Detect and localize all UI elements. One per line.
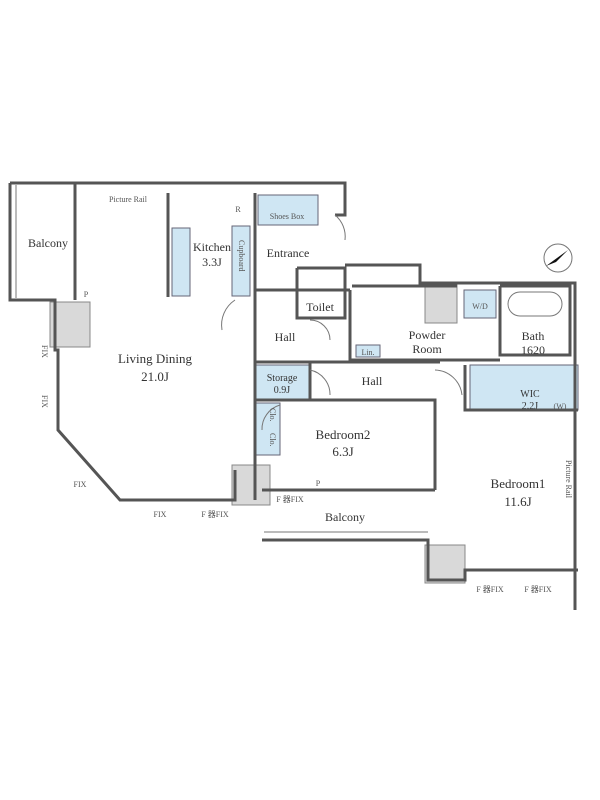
fix-label: F 器FIX [476, 585, 504, 594]
wall-powder [348, 290, 500, 362]
fix-label: FIX [153, 510, 167, 519]
entrance-door [334, 214, 346, 241]
room-bedroom1-name: Bedroom1 [490, 476, 546, 491]
shaft-center [231, 464, 271, 506]
wic-area [469, 364, 579, 411]
room-hall2-name: Hall [361, 374, 383, 388]
fix-label: F 器FIX [276, 495, 304, 504]
wall-bedroom2 [255, 398, 437, 490]
north-arrow-icon [546, 250, 568, 266]
room-bedroom2-name: Bedroom2 [315, 427, 371, 442]
ld-door [221, 299, 236, 331]
room-hall1-name: Hall [274, 330, 296, 344]
room-balcony-bottom-name: Balcony [325, 510, 365, 524]
cupboard-label: Cupboard [237, 240, 246, 272]
linen-closet [355, 344, 381, 358]
room-living-dining-name: Living Dining [117, 351, 193, 366]
picture-rail-right: Picture Rail [564, 460, 573, 498]
shoes-box-label: Shoes Box [269, 212, 305, 221]
room-bedroom1-size: 11.6J [504, 494, 532, 509]
wall-bottom [262, 538, 578, 582]
bedroom1-door [434, 369, 463, 396]
room-powder-room-name: Powder Room [408, 328, 446, 356]
room-bath-size: 1620 [521, 343, 545, 357]
room-storage-size: 0.9J [273, 385, 291, 396]
room-wic-size: 2.2J [521, 401, 539, 412]
bedroom2-door [261, 404, 281, 431]
room-balcony-left-name: Balcony [28, 236, 68, 250]
kitchen-sink-counter [171, 227, 191, 297]
shaft-lower [424, 544, 466, 584]
cupboard [231, 225, 251, 297]
wall-bath [498, 284, 572, 357]
room-kitchen-size: 3.3J [202, 255, 222, 269]
fix-label: FIX [40, 395, 49, 408]
wall-left [8, 183, 237, 502]
picture-rail-top: Picture Rail [109, 195, 147, 204]
closet1-label: Clo. [268, 408, 277, 422]
room-kitchen-name: Kitchen [193, 240, 231, 254]
wall-toilet [295, 266, 347, 320]
storage-door [309, 369, 331, 396]
fix-label: FIX [40, 345, 49, 358]
north-compass-icon [543, 243, 573, 273]
closet2-label: Clo. [268, 433, 277, 447]
room-wic-name: WIC [520, 389, 540, 400]
fix-label: FIX [73, 480, 87, 489]
room-bath-name: Bath [521, 329, 545, 343]
closets [255, 402, 281, 456]
fix-label: F 器FIX [524, 585, 552, 594]
fix-label: F 器FIX [201, 510, 229, 519]
shaft-upper [424, 284, 458, 324]
storage-room [255, 364, 311, 401]
room-bedroom2-size: 6.3J [332, 444, 354, 459]
bathtub-icon [507, 291, 563, 317]
washer-dryer-label: W/D [472, 302, 488, 311]
pipe-space-left: P [83, 290, 89, 299]
pipe-space-bottom: P [315, 479, 321, 488]
room-toilet-name: Toilet [306, 300, 334, 314]
wall-right [345, 263, 577, 610]
refrigerator-label: R [235, 205, 241, 214]
room-storage-name: Storage [266, 373, 298, 384]
shoes-box [257, 194, 319, 226]
toilet-door [309, 319, 331, 341]
wic-note: (W) [553, 402, 567, 411]
washer-dryer [463, 289, 497, 319]
wall-top [10, 181, 347, 217]
linen-label: Lin. [361, 348, 375, 357]
shaft-left [49, 301, 91, 348]
wall-wic [463, 365, 578, 412]
room-living-dining-size: 21.0J [141, 369, 169, 384]
room-entrance-name: Entrance [266, 246, 310, 260]
